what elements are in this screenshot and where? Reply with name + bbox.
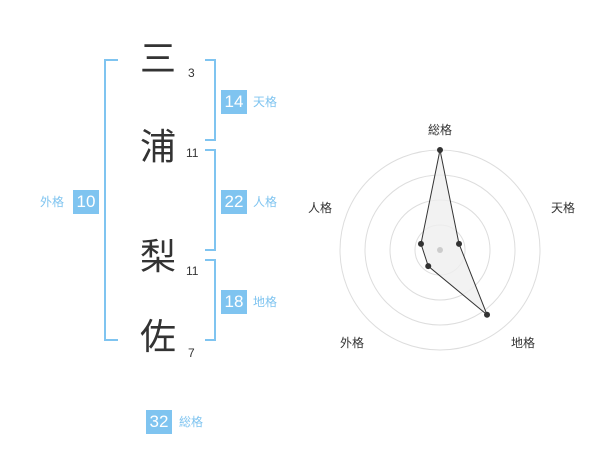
- gaikaku-bracket: [104, 59, 118, 341]
- stroke-count-3: 11: [186, 264, 199, 278]
- name-char-3: 梨: [140, 237, 177, 278]
- radar-point-1: [456, 240, 463, 247]
- jinkaku-badge: 22: [221, 190, 247, 214]
- tenkaku-bracket: [205, 59, 216, 141]
- soukaku-label: 総格: [179, 415, 204, 429]
- tenkaku-badge: 14: [221, 90, 247, 114]
- radar-point-4: [417, 240, 424, 247]
- stroke-count-1: 3: [188, 66, 195, 80]
- stroke-count-4: 7: [188, 346, 195, 360]
- chikaku-badge: 18: [221, 290, 247, 314]
- radar-axis-label-chikaku: 地格: [511, 336, 536, 350]
- name-char-1: 三: [140, 39, 177, 80]
- stroke-count-2: 11: [186, 146, 199, 160]
- radar-point-3: [425, 263, 432, 270]
- chikaku-label: 地格: [253, 295, 278, 309]
- radar-axis-label-jinkaku: 人格: [308, 201, 333, 215]
- gaikaku-label: 外格: [40, 195, 65, 209]
- soukaku-badge: 32: [146, 410, 172, 434]
- chikaku-bracket: [205, 259, 216, 341]
- jinkaku-bracket: [205, 149, 216, 251]
- jinkaku-label: 人格: [253, 195, 278, 209]
- radar-point-0: [437, 147, 443, 153]
- name-char-2: 浦: [140, 127, 177, 168]
- radar-chart: [339, 147, 541, 351]
- radar-point-2: [484, 311, 491, 318]
- gaikaku-badge: 10: [73, 190, 99, 214]
- radar-polygon: [420, 149, 488, 316]
- radar-axis-label-souka: 総格: [428, 123, 453, 137]
- tenkaku-label: 天格: [253, 95, 278, 109]
- name-char-4: 佐: [140, 317, 177, 358]
- radar-center-dot: [437, 247, 443, 253]
- radar-axis-label-tenkaku: 天格: [551, 201, 576, 215]
- radar-axis-label-gaikaku: 外格: [340, 336, 365, 350]
